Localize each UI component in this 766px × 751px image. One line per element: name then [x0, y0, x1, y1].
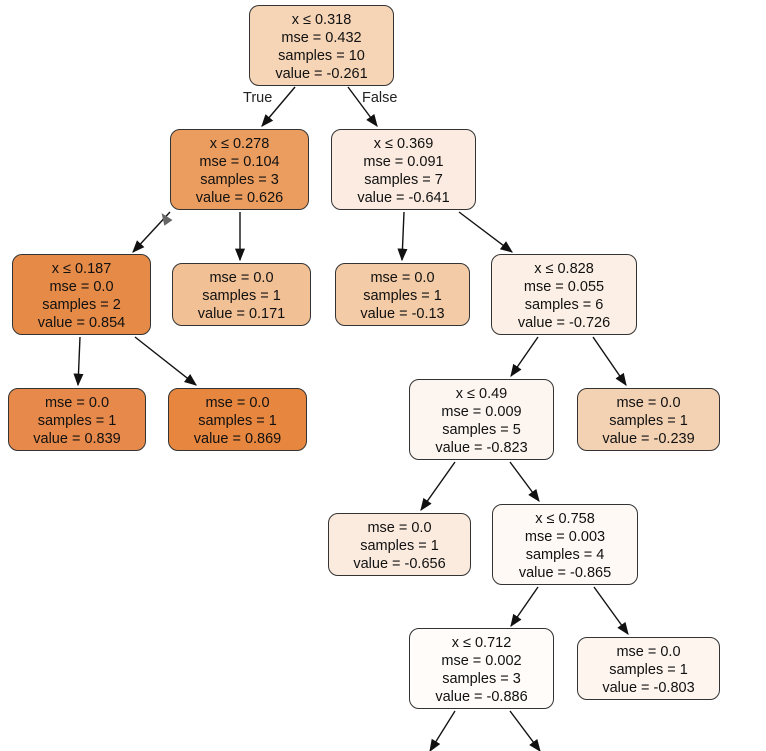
node-samples-text: samples = 1 — [363, 288, 442, 304]
node-mse-text: mse = 0.0 — [616, 395, 681, 411]
tree-node-n4: mse = 0.0 samples = 1 value = 0.171 — [172, 263, 311, 326]
node-samples-text: samples = 2 — [42, 297, 121, 313]
tree-node-n12: x ≤ 0.758 mse = 0.003 samples = 4 value = -… — [492, 504, 638, 585]
edge-n3-n7 — [73, 336, 84, 387]
node-samples-text: samples = 6 — [524, 297, 604, 313]
node-value-text: value = -0.886 — [435, 689, 528, 705]
tree-node-n8: mse = 0.0 samples = 1 value = 0.869 — [168, 388, 307, 451]
edge-n6-n9 — [510, 336, 539, 378]
node-value-text: value = -0.865 — [518, 565, 612, 581]
node-value-text: value = 0.626 — [195, 190, 284, 206]
node-mse-text: mse = 0.0 — [209, 270, 274, 286]
tree-node-n14: mse = 0.0 samples = 1 value = -0.803 — [577, 637, 720, 700]
node-samples-text: samples = 3 — [200, 172, 279, 188]
edge-n0-n2 — [347, 86, 378, 128]
edge-n3-n8 — [134, 336, 197, 386]
node-samples-text: samples = 7 — [364, 172, 443, 188]
node-samples-text: samples = 1 — [202, 288, 281, 304]
node-samples-text: samples = 1 — [609, 413, 688, 429]
node-samples-text: samples = 1 — [37, 413, 117, 429]
edge-label-false: False — [362, 90, 398, 106]
tree-node-n5: mse = 0.0 samples = 1 value = -0.13 — [335, 263, 470, 326]
node-value-text: value = -0.803 — [602, 680, 695, 696]
tree-node-n2: x ≤ 0.369 mse = 0.091 samples = 7 value = -… — [331, 129, 476, 210]
edge-n9-n11 — [420, 461, 456, 512]
edge-n0-n1 — [261, 86, 296, 127]
node-mse-text: mse = 0.432 — [281, 30, 362, 46]
node-mse-text: mse = 0.104 — [199, 154, 280, 170]
edge-n13-n15 — [429, 710, 456, 751]
node-split-text: x ≤ 0.187 — [51, 261, 112, 277]
node-split-text: x ≤ 0.49 — [455, 386, 508, 402]
tree-node-n13: x ≤ 0.712 mse = 0.002 samples = 3 value = -… — [409, 628, 554, 709]
node-samples-text: samples = 3 — [442, 671, 521, 687]
node-samples-text: samples = 5 — [442, 422, 521, 438]
edge-n9-n12 — [509, 461, 540, 503]
tree-node-n7: mse = 0.0 samples = 1 value = 0.839 — [8, 388, 146, 451]
edge-n13-n16 — [509, 710, 541, 751]
node-samples-text: samples = 1 — [609, 662, 688, 678]
node-mse-text: mse = 0.0 — [616, 644, 681, 660]
node-split-text: x ≤ 0.712 — [451, 635, 512, 651]
node-value-text: value = -0.823 — [435, 440, 528, 456]
tree-node-n1: x ≤ 0.278 mse = 0.104 samples = 3 value = 0… — [170, 129, 309, 210]
tree-node-n10: mse = 0.0 samples = 1 value = -0.239 — [577, 388, 720, 451]
node-mse-text: mse = 0.0 — [370, 270, 435, 286]
edge-n2-n5 — [397, 211, 408, 262]
tree-node-n11: mse = 0.0 samples = 1 value = -0.656 — [328, 513, 471, 576]
node-value-text: value = 0.839 — [33, 431, 121, 447]
node-value-text: value = -0.656 — [353, 556, 446, 572]
edge-n12-n14 — [593, 586, 629, 636]
node-mse-text: mse = 0.0 — [205, 395, 270, 411]
tree-node-n6: x ≤ 0.828 mse = 0.055 samples = 6 value = -… — [491, 254, 637, 335]
node-mse-text: mse = 0.002 — [441, 653, 522, 669]
edge-n1-n3 — [132, 211, 171, 253]
node-samples-text: samples = 4 — [525, 547, 605, 563]
edge-n6-n10 — [592, 336, 627, 387]
node-value-text: value = 0.869 — [193, 431, 282, 447]
node-samples-text: samples = 1 — [360, 538, 439, 554]
node-value-text: value = -0.726 — [517, 315, 611, 331]
node-mse-text: mse = 0.091 — [363, 154, 444, 170]
node-samples-text: samples = 1 — [198, 413, 277, 429]
node-split-text: x ≤ 0.758 — [535, 511, 595, 527]
node-split-text: x ≤ 0.828 — [534, 261, 594, 277]
node-mse-text: mse = 0.0 — [367, 520, 432, 536]
edge-label-true: True — [243, 90, 273, 106]
node-mse-text: mse = 0.009 — [441, 404, 522, 420]
node-split-text: x ≤ 0.318 — [291, 12, 352, 28]
node-value-text: value = -0.239 — [602, 431, 695, 447]
node-value-text: value = -0.13 — [360, 306, 445, 322]
tree-node-n9: x ≤ 0.49 mse = 0.009 samples = 5 value = -0… — [409, 379, 554, 460]
edge-n12-n13 — [510, 586, 539, 628]
node-value-text: value = 0.854 — [37, 315, 126, 331]
node-mse-text: mse = 0.055 — [523, 279, 605, 295]
node-samples-text: samples = 10 — [278, 48, 365, 64]
edge-n2-n6 — [458, 211, 514, 253]
node-split-text: x ≤ 0.278 — [209, 136, 270, 152]
node-split-text: x ≤ 0.369 — [373, 136, 434, 152]
node-value-text: value = -0.641 — [357, 190, 450, 206]
node-value-text: value = -0.261 — [275, 66, 368, 82]
tree-node-n3: x ≤ 0.187 mse = 0.0 samples = 2 value = 0.8… — [12, 254, 151, 335]
node-mse-text: mse = 0.003 — [524, 529, 606, 545]
tree-node-n0: x ≤ 0.318 mse = 0.432 samples = 10 value = … — [249, 5, 394, 86]
node-mse-text: mse = 0.0 — [49, 279, 114, 295]
node-value-text: value = 0.171 — [197, 306, 286, 322]
node-mse-text: mse = 0.0 — [44, 395, 110, 411]
